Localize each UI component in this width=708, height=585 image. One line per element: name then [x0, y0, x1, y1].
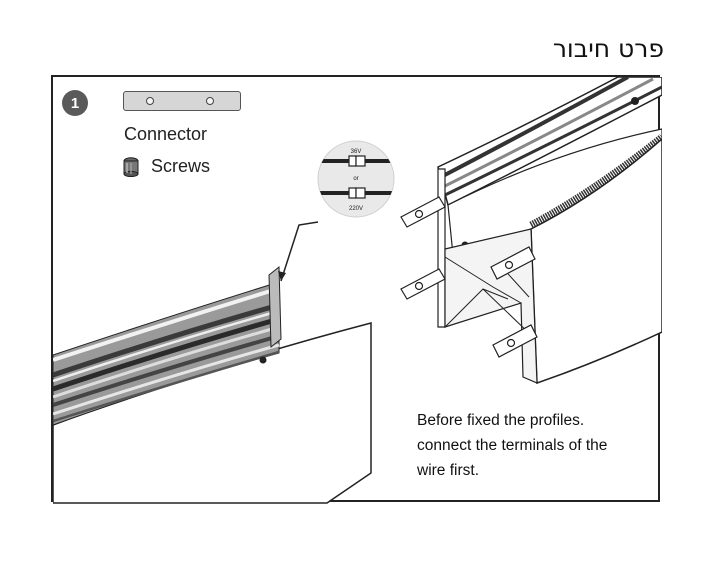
instruction-line: connect the terminals of the — [417, 437, 608, 454]
callout-bottom-label: 220V — [349, 206, 363, 212]
illustration-panel: 36V or 220V 1 Connector Screws Before fi… — [51, 75, 662, 504]
callout-pointer — [280, 221, 319, 282]
screw-icon — [123, 157, 139, 177]
screws-label: Screws — [151, 156, 211, 176]
step-number-badge: 1 — [62, 90, 88, 116]
callout-middle-label: or — [353, 176, 358, 182]
instruction-line: wire first. — [417, 462, 479, 479]
right-profile-assembly — [400, 77, 662, 385]
left-curved-profile — [53, 265, 372, 504]
page-title: פרט חיבור — [552, 34, 664, 63]
callout-top-label: 36V — [351, 149, 362, 155]
assembly-illustration: 36V or 220V — [53, 77, 662, 504]
instruction-text: Before fixed the profiles. connect the t… — [417, 408, 657, 483]
instruction-line: Before fixed the profiles. — [417, 412, 585, 429]
connector-part-icon — [123, 91, 241, 111]
connector-label: Connector — [124, 124, 208, 144]
wire-connector-callout: 36V or 220V — [317, 140, 395, 218]
